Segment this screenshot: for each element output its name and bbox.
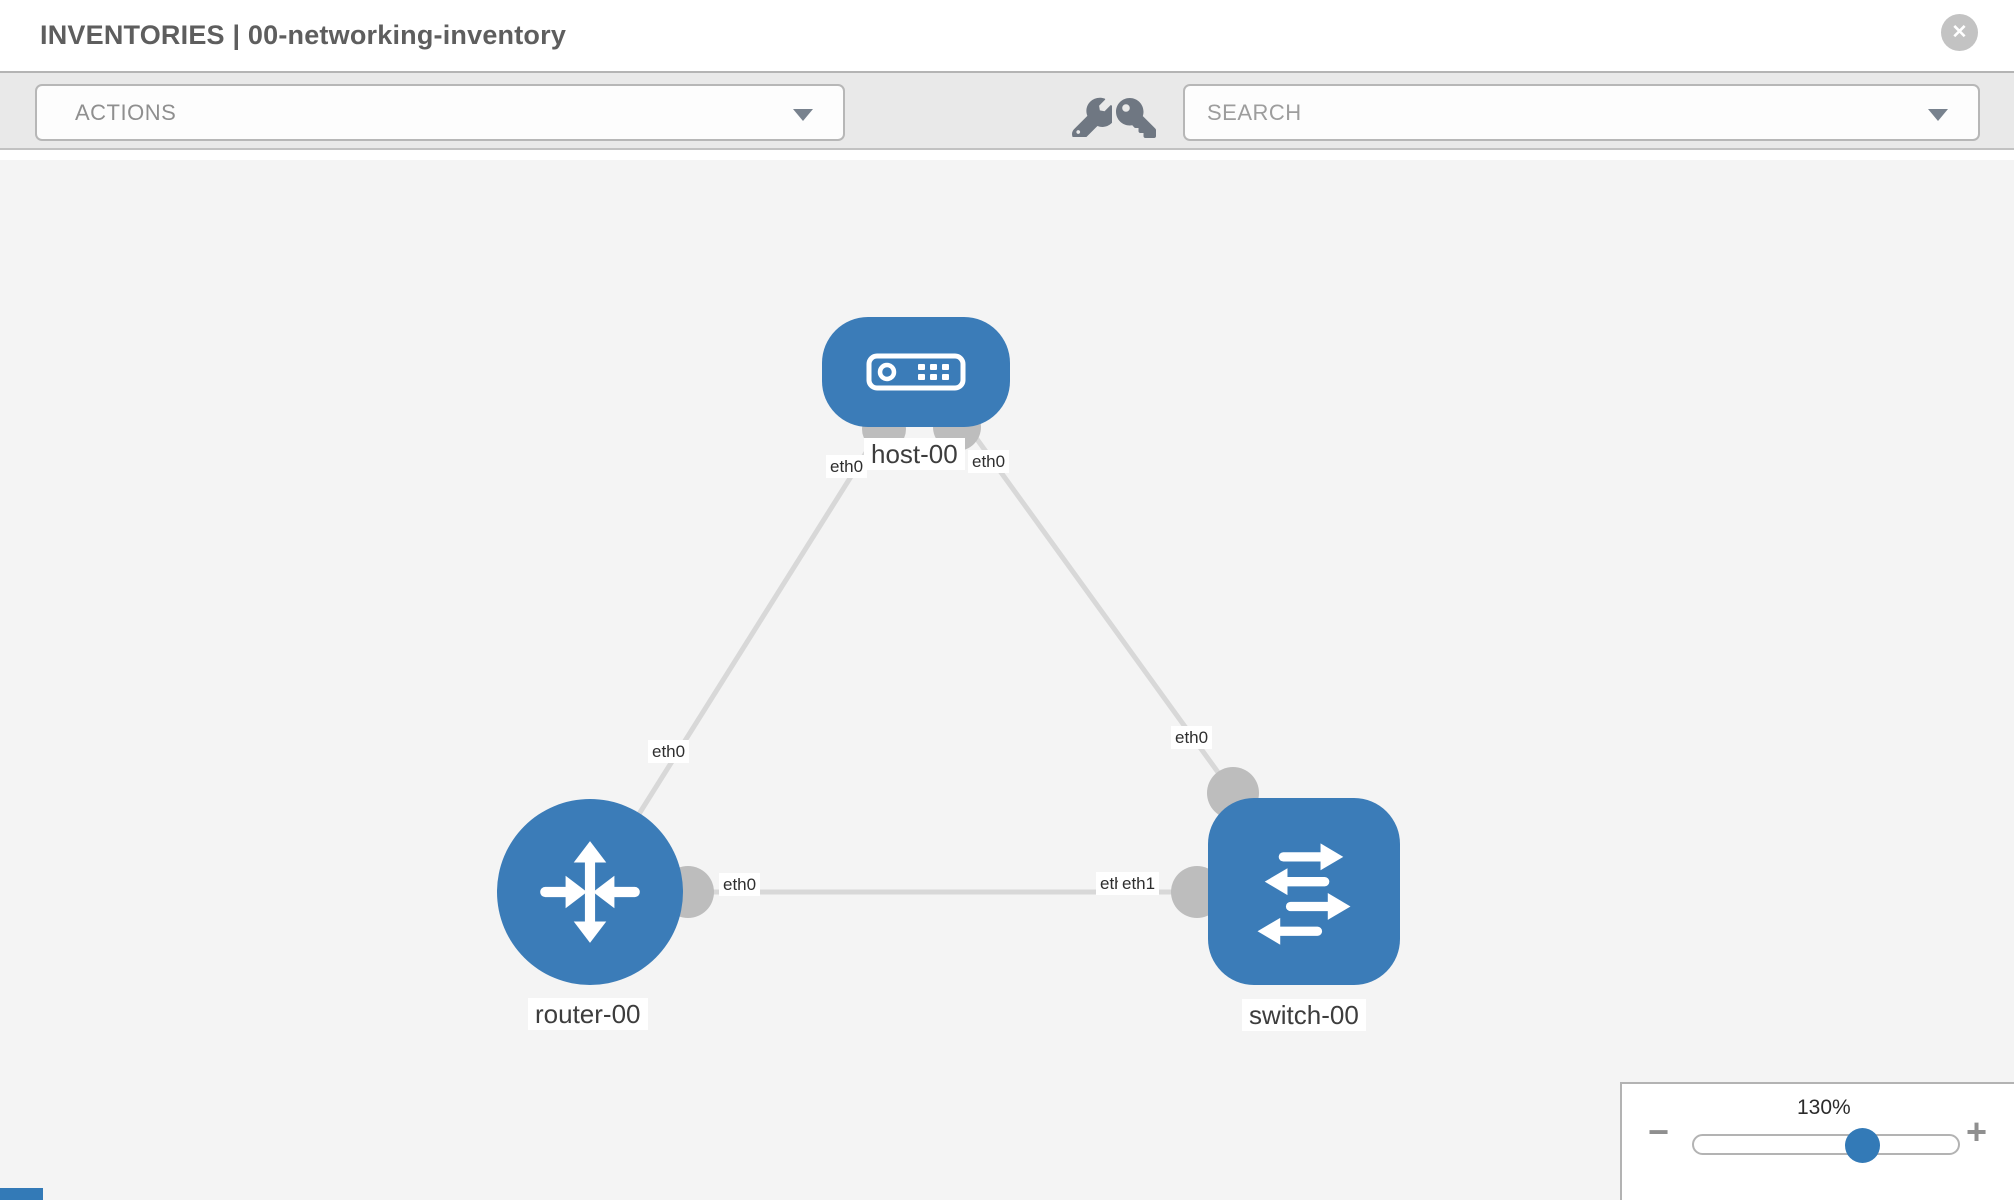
node-label-router: router-00 <box>528 998 648 1030</box>
wrench-icon[interactable] <box>1072 97 1112 137</box>
search-dropdown[interactable]: SEARCH <box>1183 84 1980 141</box>
zoom-in-button[interactable]: + <box>1966 1111 1988 1152</box>
node-host-00[interactable] <box>822 317 1010 427</box>
server-icon <box>866 353 966 391</box>
interface-label-host-switch-link: eth0 <box>1171 726 1213 749</box>
node-label-switch: switch-00 <box>1242 999 1366 1031</box>
search-placeholder: SEARCH <box>1207 99 1302 125</box>
zoom-slider-handle[interactable] <box>1845 1128 1880 1163</box>
zoom-level-value: 130% <box>1797 1096 1851 1119</box>
topology-canvas[interactable] <box>0 160 2014 1200</box>
close-icon[interactable]: ✕ <box>1941 14 1978 51</box>
chevron-down-icon <box>793 109 813 121</box>
zoom-control-panel: 130% − + <box>1620 1082 2014 1200</box>
zoom-out-button[interactable]: − <box>1648 1111 1670 1152</box>
window-header: INVENTORIES | 00-networking-inventory ✕ <box>0 0 2014 73</box>
toolbar: ACTIONS SEARCH <box>0 73 2014 150</box>
chevron-down-icon <box>1928 109 1948 121</box>
zoom-slider-track[interactable] <box>1692 1134 1960 1155</box>
node-switch-00[interactable] <box>1208 798 1400 985</box>
actions-dropdown-label: ACTIONS <box>75 99 177 125</box>
interface-label-switch-side: eth1 <box>1118 872 1160 895</box>
key-icon[interactable] <box>1116 98 1156 138</box>
actions-dropdown[interactable]: ACTIONS <box>35 84 845 141</box>
node-router-00[interactable] <box>497 799 683 985</box>
interface-label-host-right: eth0 <box>968 450 1010 473</box>
interface-label-host-left: eth0 <box>826 455 868 478</box>
node-label-host: host-00 <box>864 438 965 470</box>
switch-arrows-icon <box>1257 842 1351 945</box>
bottom-left-blue-strip <box>0 1188 43 1200</box>
interface-label-router-side: eth0 <box>719 873 761 896</box>
interface-label-host-router-link: eth0 <box>648 740 690 763</box>
router-arrows-icon <box>540 841 640 943</box>
page-title: INVENTORIES | 00-networking-inventory <box>40 20 567 50</box>
